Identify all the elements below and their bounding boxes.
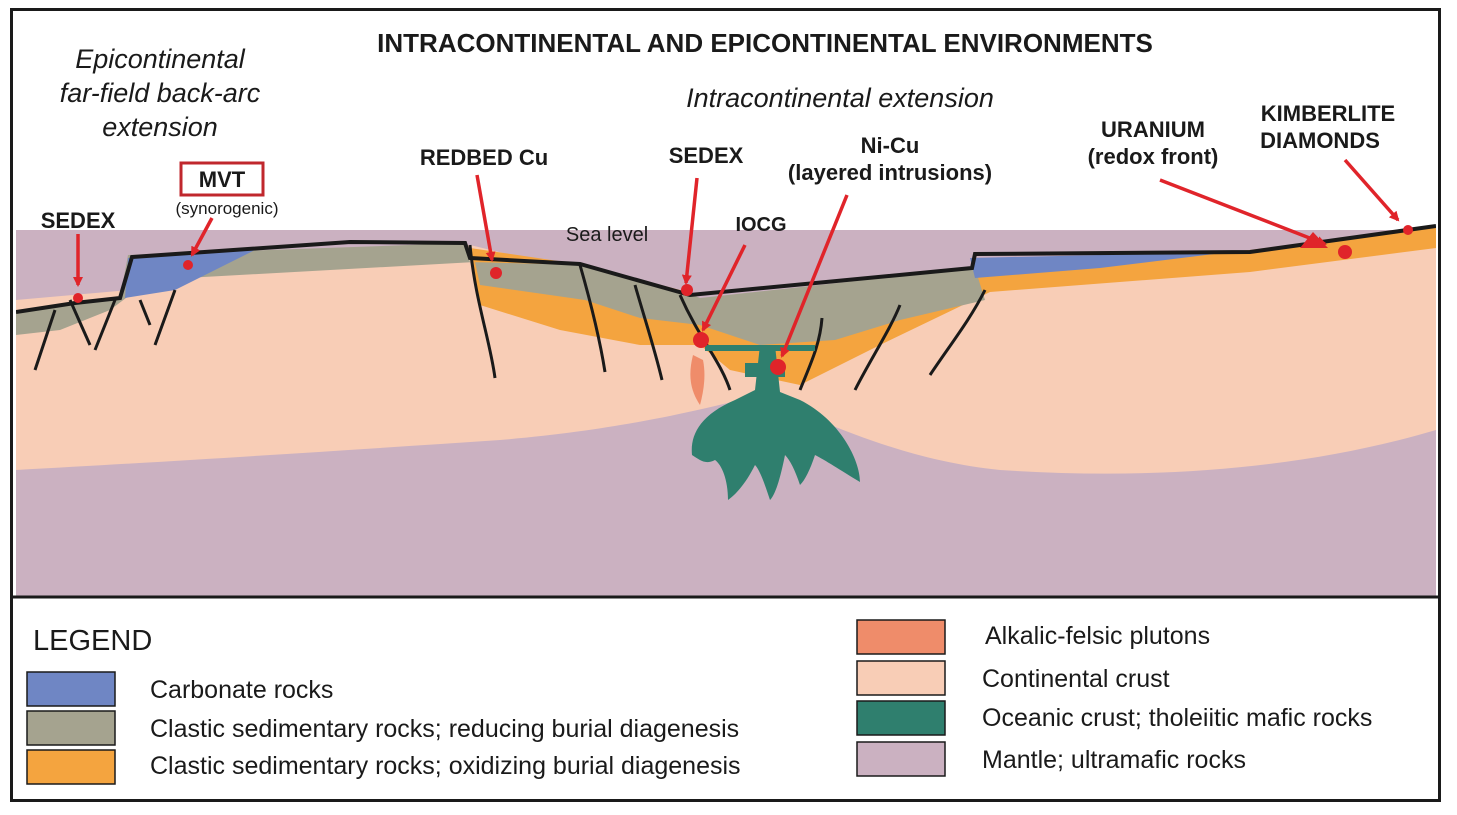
legend-swatch-felsic — [856, 619, 946, 655]
label-kimberlite-1: KIMBERLITE — [1261, 101, 1395, 126]
mafic-sill — [705, 345, 815, 351]
legend-swatch-mantle — [856, 741, 946, 777]
mafic-intrusion — [691, 345, 860, 500]
label-uranium-1: URANIUM — [1101, 117, 1205, 142]
mvt-box — [179, 161, 265, 197]
legend-label-oceanic: Oceanic crust; tholeiitic mafic rocks — [982, 704, 1372, 732]
legend-swatch-continental — [856, 660, 946, 696]
legend: LEGEND Carbonate rocks Clastic sedimenta… — [26, 619, 1372, 785]
label-uranium-2: (redox front) — [1088, 144, 1219, 169]
deposit-arrows — [73, 158, 1400, 358]
legend-swatch-oceanic — [856, 700, 946, 736]
legend-label-reducing: Clastic sedimentary rocks; reducing buri… — [150, 715, 739, 743]
faults — [33, 244, 987, 391]
label-mvt: MVT — [199, 167, 246, 192]
legend-label-felsic: Alkalic-felsic plutons — [985, 622, 1210, 650]
label-sedex-mid: SEDEX — [669, 143, 744, 168]
diagram-title: INTRACONTINENTAL AND EPICONTINENTAL ENVI… — [377, 28, 1153, 58]
legend-label-continental: Continental crust — [982, 665, 1170, 693]
reducing-clastic-layer — [16, 243, 985, 345]
label-sedex-left: SEDEX — [41, 208, 116, 233]
legend-label-carbonate: Carbonate rocks — [150, 676, 333, 704]
legend-swatch-reducing — [26, 710, 116, 746]
legend-swatch-carbonate — [26, 671, 116, 707]
setting-epicontinental-3: extension — [102, 112, 218, 142]
label-kimberlite-2: DIAMONDS — [1260, 128, 1380, 153]
setting-epicontinental-1: Epicontinental — [75, 44, 246, 74]
legend-label-mantle: Mantle; ultramafic rocks — [982, 746, 1246, 774]
carbonate-left — [125, 250, 255, 298]
label-nicu-1: Ni-Cu — [861, 133, 920, 158]
cross-section — [16, 158, 1436, 596]
setting-intracontinental: Intracontinental extension — [686, 83, 994, 113]
legend-swatch-oxidizing — [26, 749, 116, 785]
label-iocg: IOCG — [735, 214, 786, 236]
label-sea-level: Sea level — [566, 224, 648, 246]
setting-epicontinental-2: far-field back-arc — [60, 78, 261, 108]
felsic-pluton — [690, 355, 705, 405]
label-nicu-2: (layered intrusions) — [788, 160, 992, 185]
label-redbed: REDBED Cu — [420, 145, 548, 170]
label-mvt-sub: (synorogenic) — [176, 199, 279, 218]
legend-label-oxidizing: Clastic sedimentary rocks; oxidizing bur… — [150, 752, 741, 780]
legend-title: LEGEND — [33, 625, 152, 657]
carbonate-right — [970, 252, 1230, 278]
